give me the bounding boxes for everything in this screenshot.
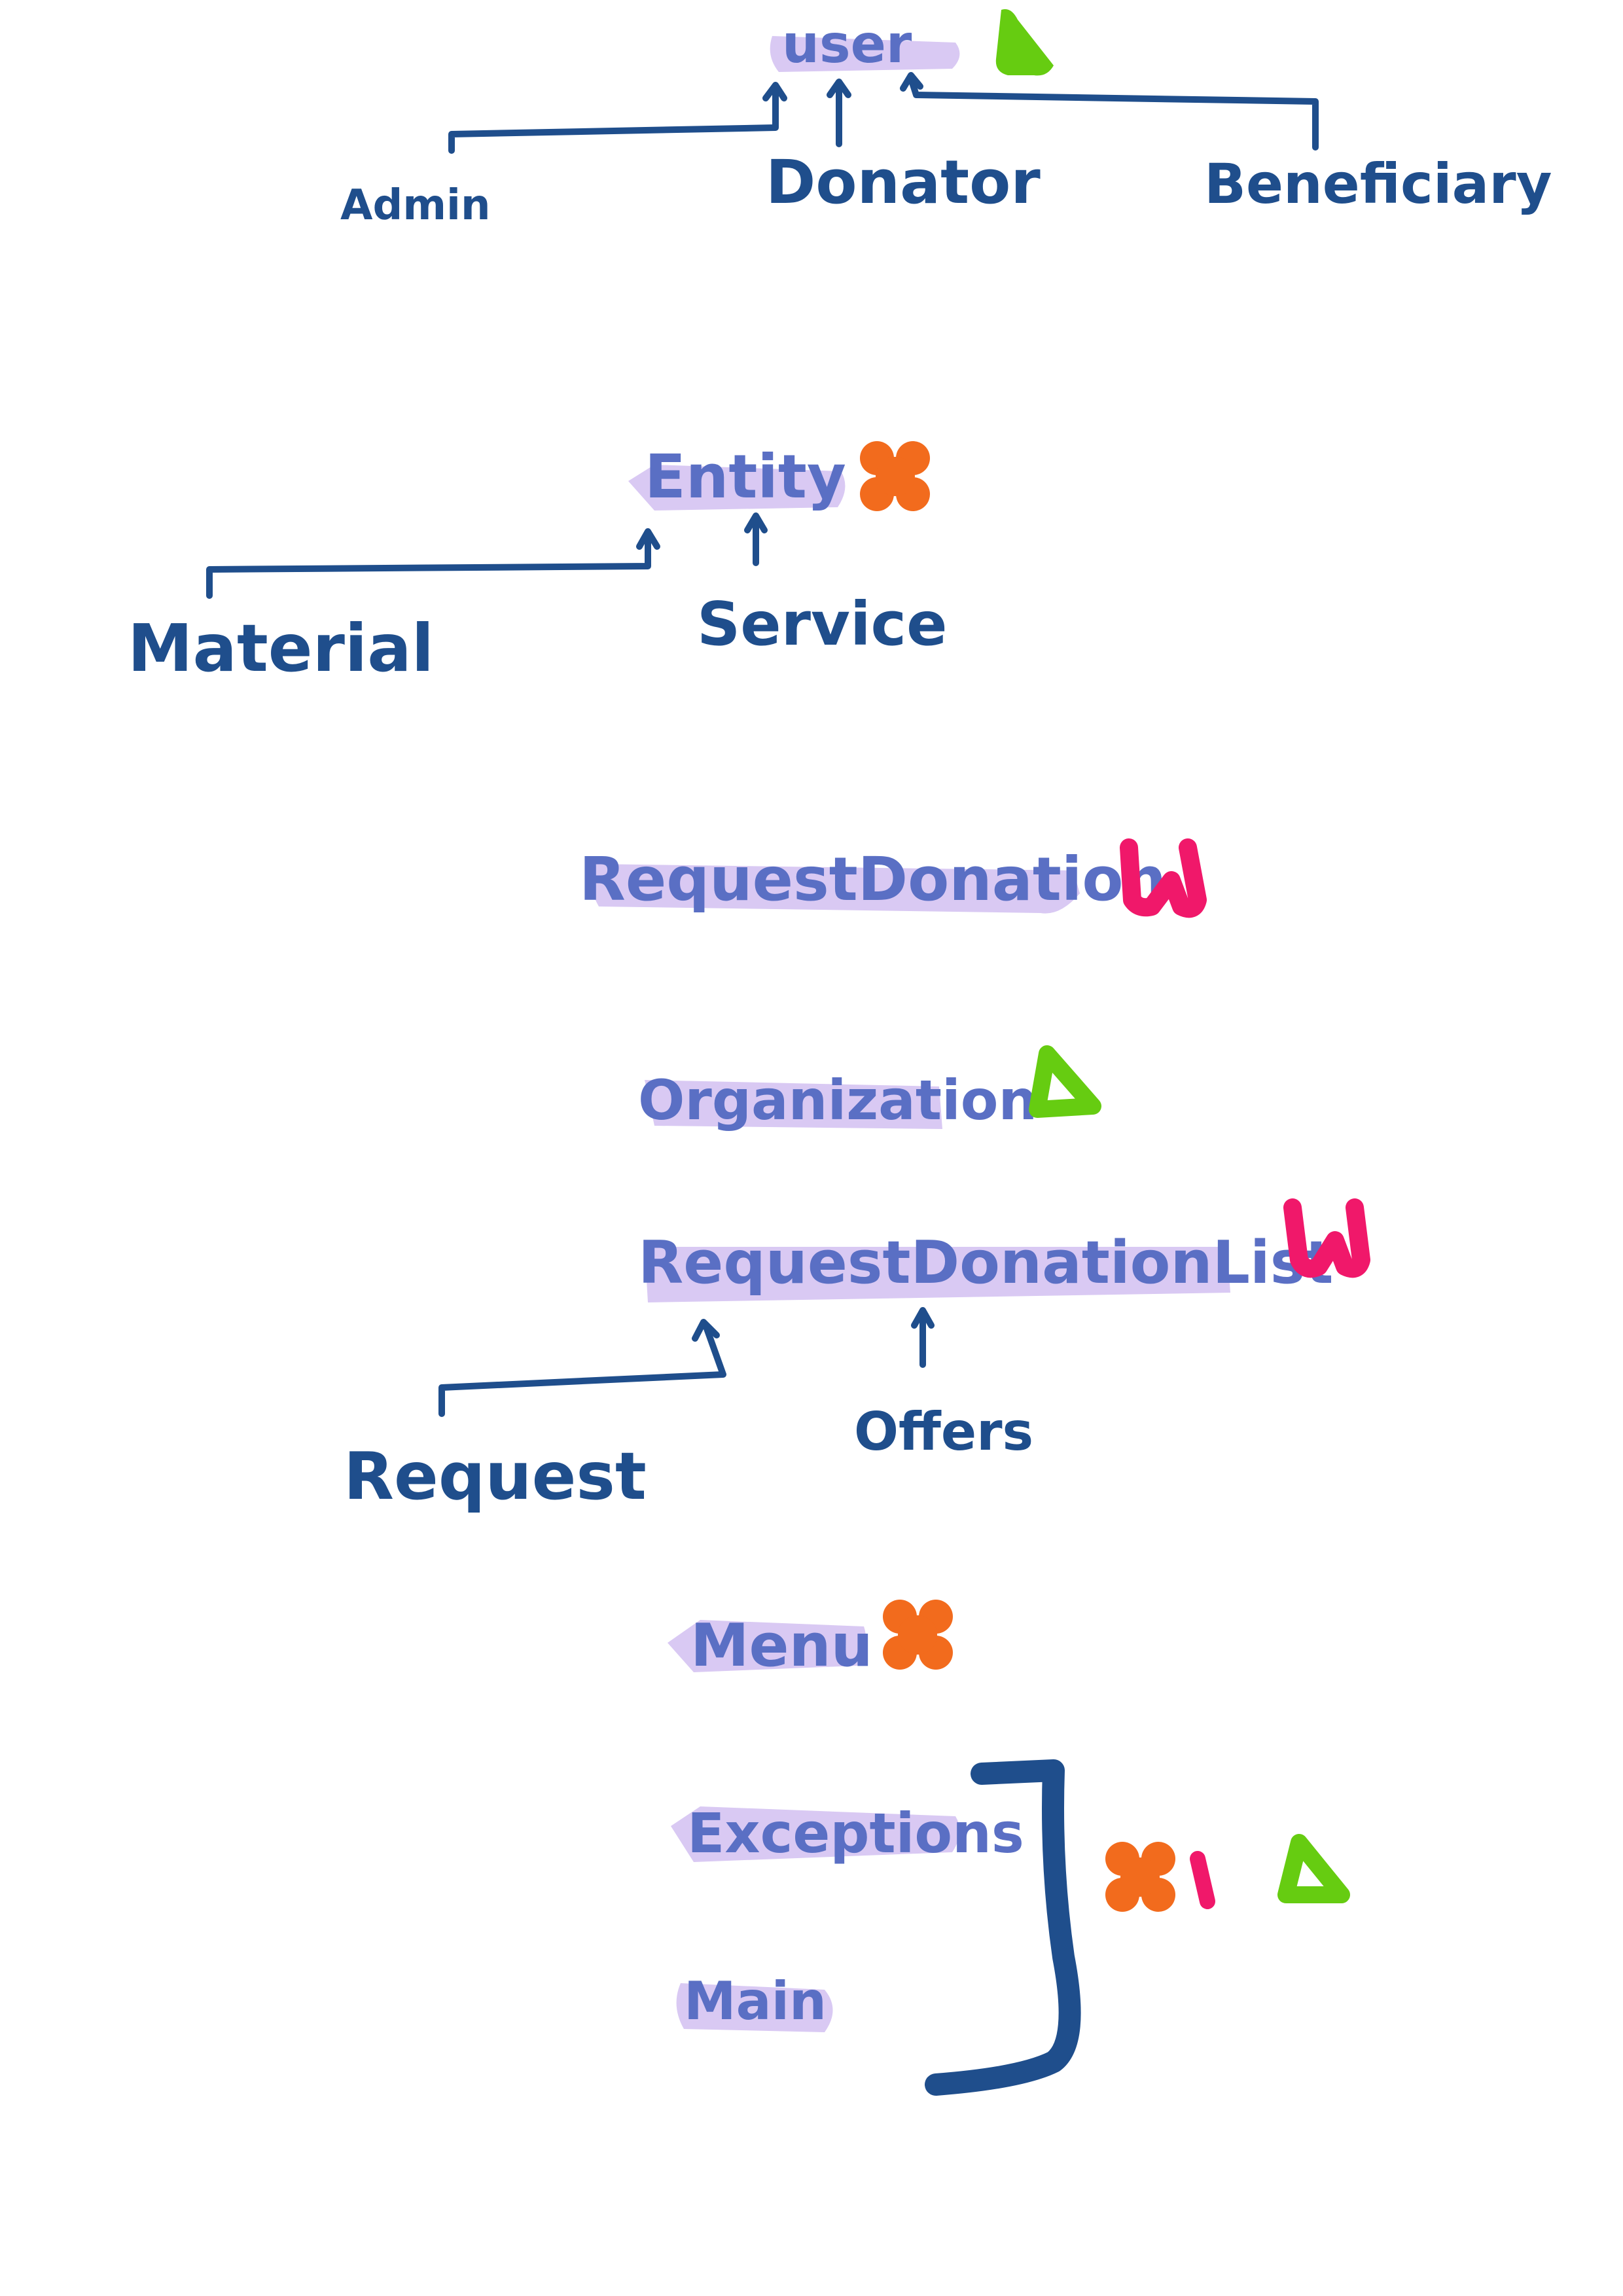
connector-material-to-entity [206, 533, 651, 599]
arrowhead-service [744, 512, 768, 533]
bracket-marker-cross [1105, 1842, 1175, 1912]
service-label: Service [697, 589, 947, 659]
bracket-marker-bar [1190, 1851, 1215, 1909]
request-donation-list-highlight [645, 1247, 1230, 1302]
organization-group: Organization [638, 1045, 1101, 1132]
request-donation-label: RequestDonation [579, 844, 1166, 914]
donator-label: Donator [766, 147, 1041, 217]
arrowhead-request [692, 1319, 720, 1342]
beneficiary-label: Beneficiary [1204, 152, 1552, 216]
entity-highlight [628, 465, 846, 511]
organization-highlight [645, 1080, 942, 1129]
connector-admin-to-user [448, 88, 779, 154]
arrowhead-material [636, 528, 660, 550]
organization-marker-triangle [1029, 1045, 1101, 1118]
user-group: user Admin Donator Beneficiary [340, 9, 1552, 230]
material-label: Material [128, 610, 434, 687]
main-highlight [676, 1983, 833, 2032]
exceptions-label: Exceptions [687, 1801, 1024, 1865]
arrowhead-beneficiary [900, 72, 923, 92]
request-donation-highlight [590, 864, 1080, 914]
request-donation-list-marker-u [1283, 1198, 1370, 1278]
menu-highlight [668, 1620, 866, 1672]
menu-marker-cross [883, 1600, 953, 1670]
admin-label: Admin [340, 181, 491, 230]
user-label: user [782, 14, 912, 75]
exceptions-main-group: Exceptions Main [671, 1759, 1350, 2096]
grouping-bracket [925, 1759, 1081, 2096]
user-highlight [770, 36, 960, 72]
exceptions-highlight [671, 1806, 960, 1862]
menu-group: Menu [668, 1600, 953, 1680]
arrowhead-offers [911, 1307, 935, 1329]
request-donation-group: RequestDonation [579, 838, 1207, 918]
entity-label: Entity [645, 442, 846, 512]
menu-label: Menu [690, 1611, 873, 1680]
request-donation-marker-u [1120, 838, 1207, 918]
bracket-marker-triangle [1277, 1834, 1350, 1903]
connector-beneficiary-to-user [908, 75, 1319, 151]
offers-label: Offers [854, 1401, 1033, 1462]
user-marker-triangle [995, 9, 1054, 76]
arrowhead-admin [762, 82, 787, 101]
entity-group: Entity Material Service [128, 441, 947, 687]
organization-label: Organization [638, 1068, 1037, 1132]
connector-request-to-list [438, 1325, 726, 1417]
arrowhead-donator [827, 79, 851, 98]
main-label: Main [684, 1971, 827, 2032]
request-label: Request [344, 1438, 647, 1515]
request-donation-list-label: RequestDonationList [638, 1229, 1333, 1297]
entity-marker-cross [860, 441, 930, 511]
request-donation-list-group: RequestDonationList Request Offers [344, 1198, 1370, 1515]
